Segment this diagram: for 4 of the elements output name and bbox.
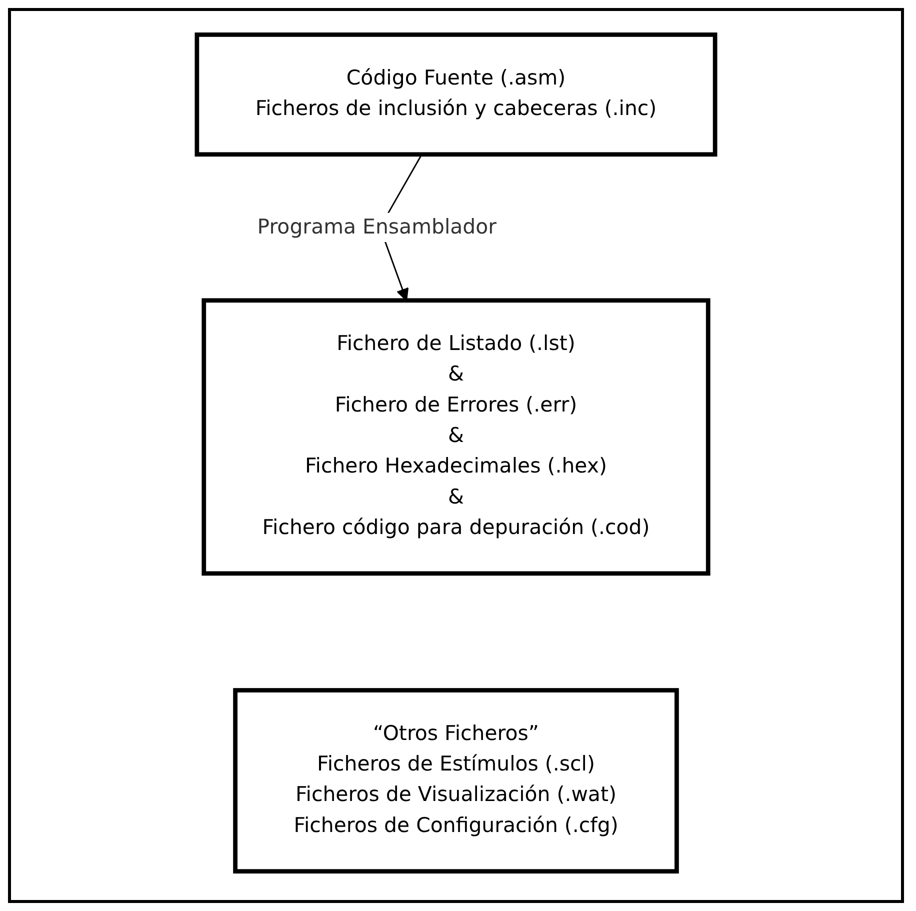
node-box	[202, 298, 710, 576]
node-box	[194, 32, 718, 157]
page-frame: Código Fuente (.asm) Ficheros de inclusión y cabeceras (.inc) Programa Ensamblador Fichero de Listado (.lst) & Fichero de Errores (.err) & Fichero Hexadecimales (.hex) & Fichero código para depuración (.cod) “Otros Ficheros” Ficheros de Estímulos (.scl) Ficheros de Visualización (.wat) Ficheros de Configuración (.cfg)	[8, 8, 904, 903]
node-box	[233, 688, 679, 874]
